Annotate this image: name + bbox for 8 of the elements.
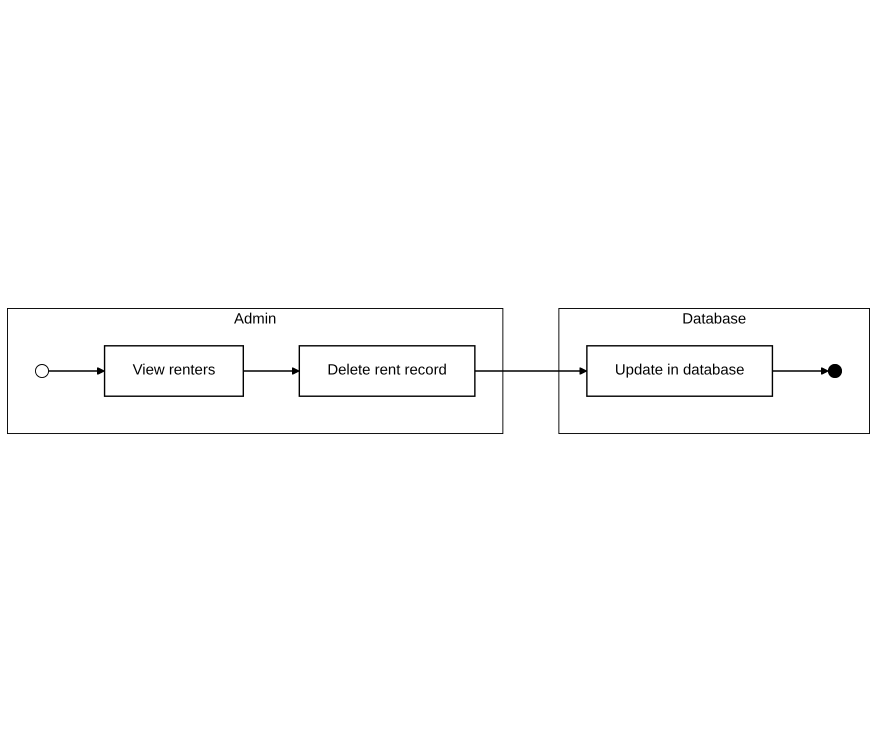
arrow — [772, 366, 829, 376]
arrow — [243, 366, 300, 376]
arrow — [474, 366, 588, 376]
node-box: Delete rent record — [298, 345, 476, 397]
node-box: Update in database — [586, 345, 774, 397]
arrow — [48, 366, 105, 376]
node-circle — [35, 364, 50, 378]
node-box: View renters — [104, 345, 244, 397]
